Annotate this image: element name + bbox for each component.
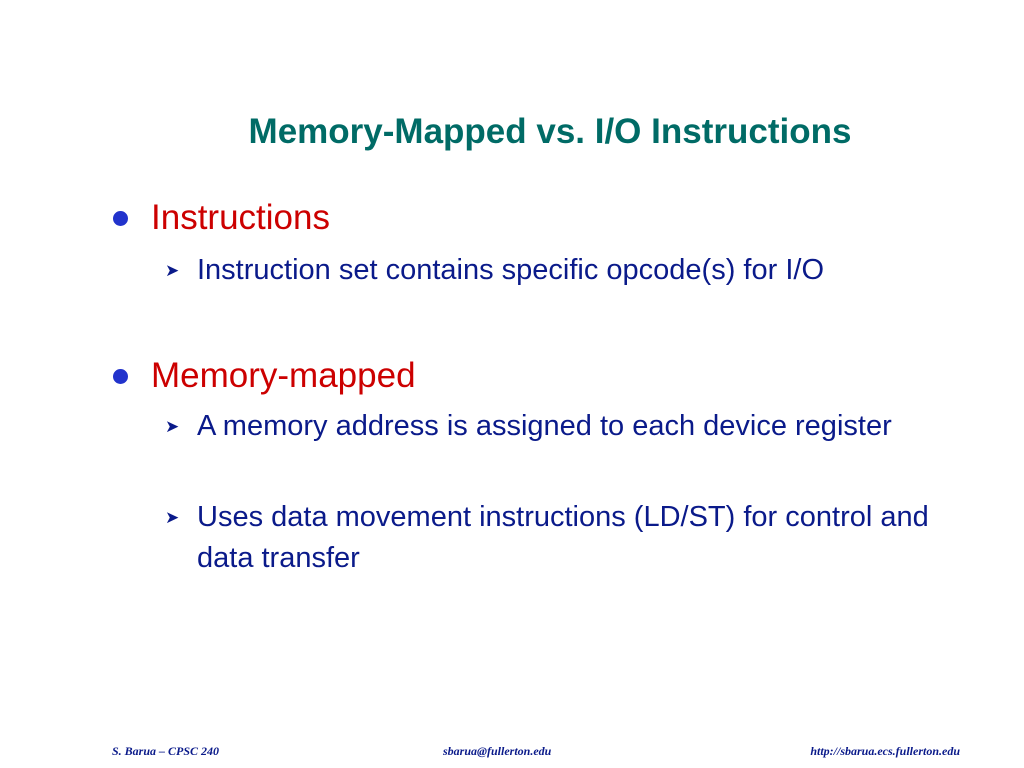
footer-url: http://sbarua.ecs.fullerton.edu <box>810 744 960 758</box>
subitem-text: Instruction set contains specific opcode… <box>197 254 824 286</box>
subitem-text: A memory address is assigned to each dev… <box>197 410 892 442</box>
bullet-dot-icon <box>113 211 128 226</box>
footer-author: S. Barua – CPSC 240 <box>112 744 220 758</box>
bullet-dot-icon <box>113 369 128 384</box>
footer-email: sbarua@fullerton.edu <box>443 744 552 758</box>
arrowhead-right-icon: ➤ <box>165 417 180 436</box>
arrowhead-right-icon: ➤ <box>165 508 180 527</box>
subitem-data-movement: ➤ Uses data movement instructions (LD/ST… <box>165 497 935 579</box>
arrowhead-right-icon: ➤ <box>165 261 180 280</box>
subitem-opcode: ➤ Instruction set contains specific opco… <box>165 250 935 291</box>
subitem-memory-address: ➤ A memory address is assigned to each d… <box>165 406 935 447</box>
bullet-label: Instructions <box>151 198 330 237</box>
subitem-text: Uses data movement instructions (LD/ST) … <box>197 501 929 574</box>
slide-title: Memory-Mapped vs. I/O Instructions <box>248 112 852 151</box>
bullet-label: Memory-mapped <box>151 356 416 395</box>
